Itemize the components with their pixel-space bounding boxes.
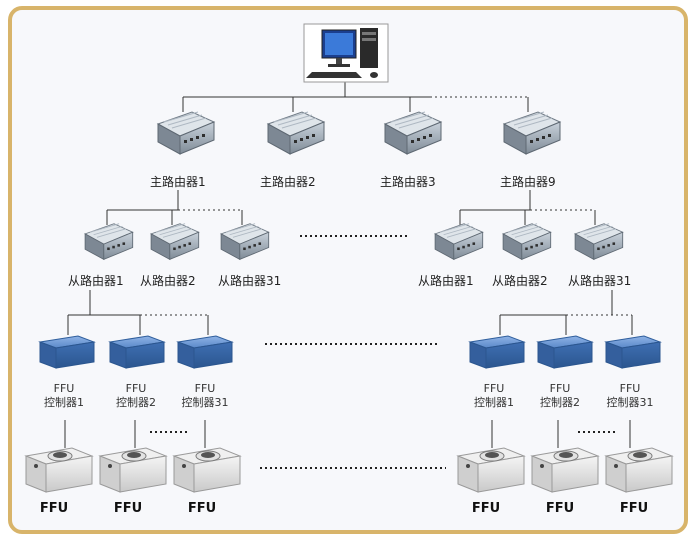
right-sub-router-31: 从路由器31 (568, 223, 631, 288)
diagram-frame (8, 6, 688, 534)
router-icon (502, 223, 552, 260)
router-icon (503, 111, 561, 155)
controller-label-line1: FFU (484, 382, 505, 395)
main-router-3: 主路由器3 (380, 111, 442, 189)
main-router-9: 主路由器9 (500, 111, 561, 189)
left-controller-31: FFU 控制器31 (177, 335, 233, 409)
router-icon (157, 111, 215, 155)
left-controller-2: FFU 控制器2 (109, 335, 165, 409)
left-sub-router-1: 从路由器1 (68, 223, 134, 288)
main-router-label: 主路由器2 (260, 174, 316, 189)
right-ffu-31: FFU (605, 447, 673, 516)
ffu-icon (531, 447, 599, 493)
controller-icon (605, 335, 661, 369)
left-controller-1: FFU 控制器1 (39, 335, 95, 409)
main-router-2: 主路由器2 (260, 111, 325, 189)
ellipsis-markers (150, 235, 618, 469)
left-ffu-31: FFU (173, 447, 241, 516)
right-ffu-1: FFU (457, 447, 525, 516)
left-ffu-2: FFU (99, 447, 167, 516)
controller-label-line2: 控制器2 (116, 395, 156, 409)
controller-label-line1: FFU (550, 382, 571, 395)
controller-label-line1: FFU (620, 382, 641, 395)
controller-icon (177, 335, 233, 369)
right-controller-2: FFU 控制器2 (537, 335, 593, 409)
right-sub-router-1: 从路由器1 (418, 223, 484, 288)
main-router-label: 主路由器1 (150, 174, 206, 189)
main-router-label: 主路由器3 (380, 174, 436, 189)
controller-icon (39, 335, 95, 369)
ffu-label: FFU (40, 501, 68, 516)
sub-router-label: 从路由器1 (418, 273, 474, 288)
ffu-label: FFU (114, 501, 142, 516)
main-router-1: 主路由器1 (150, 111, 215, 189)
router-icon (220, 223, 270, 260)
controller-label-line2: 控制器1 (44, 395, 84, 409)
router-icon (384, 111, 442, 155)
sub-router-label: 从路由器31 (568, 273, 631, 288)
router-icon (150, 223, 200, 260)
router-icon (267, 111, 325, 155)
router-icon (574, 223, 624, 260)
controller-label-line1: FFU (195, 382, 216, 395)
sub-router-label: 从路由器1 (68, 273, 124, 288)
right-ffu-2: FFU (531, 447, 599, 516)
right-controller-1: FFU 控制器1 (469, 335, 525, 409)
router-icon (434, 223, 484, 260)
left-sub-router-2: 从路由器2 (140, 223, 200, 288)
ffu-label: FFU (620, 501, 648, 516)
sub-router-label: 从路由器2 (492, 273, 548, 288)
controller-icon (469, 335, 525, 369)
controller-label-line2: 控制器1 (474, 395, 514, 409)
ffu-label: FFU (188, 501, 216, 516)
left-ffu-1: FFU (25, 447, 93, 516)
controller-icon (109, 335, 165, 369)
controller-label-line1: FFU (54, 382, 75, 395)
ffu-icon (173, 447, 241, 493)
ffu-icon (457, 447, 525, 493)
ffu-icon (605, 447, 673, 493)
controller-label-line2: 控制器31 (182, 395, 229, 409)
right-controller-31: FFU 控制器31 (605, 335, 661, 409)
router-icon (84, 223, 134, 260)
connection-lines (64, 82, 633, 448)
controller-label-line2: 控制器31 (607, 395, 654, 409)
sub-router-label: 从路由器2 (140, 273, 196, 288)
computer-icon (303, 23, 389, 83)
ffu-icon (25, 447, 93, 493)
ffu-icon (99, 447, 167, 493)
controller-label-line1: FFU (126, 382, 147, 395)
right-sub-router-2: 从路由器2 (492, 223, 552, 288)
sub-router-label: 从路由器31 (218, 273, 281, 288)
ffu-label: FFU (546, 501, 574, 516)
left-sub-router-31: 从路由器31 (218, 223, 281, 288)
main-router-label: 主路由器9 (500, 174, 556, 189)
controller-icon (537, 335, 593, 369)
controller-label-line2: 控制器2 (540, 395, 580, 409)
ffu-label: FFU (472, 501, 500, 516)
